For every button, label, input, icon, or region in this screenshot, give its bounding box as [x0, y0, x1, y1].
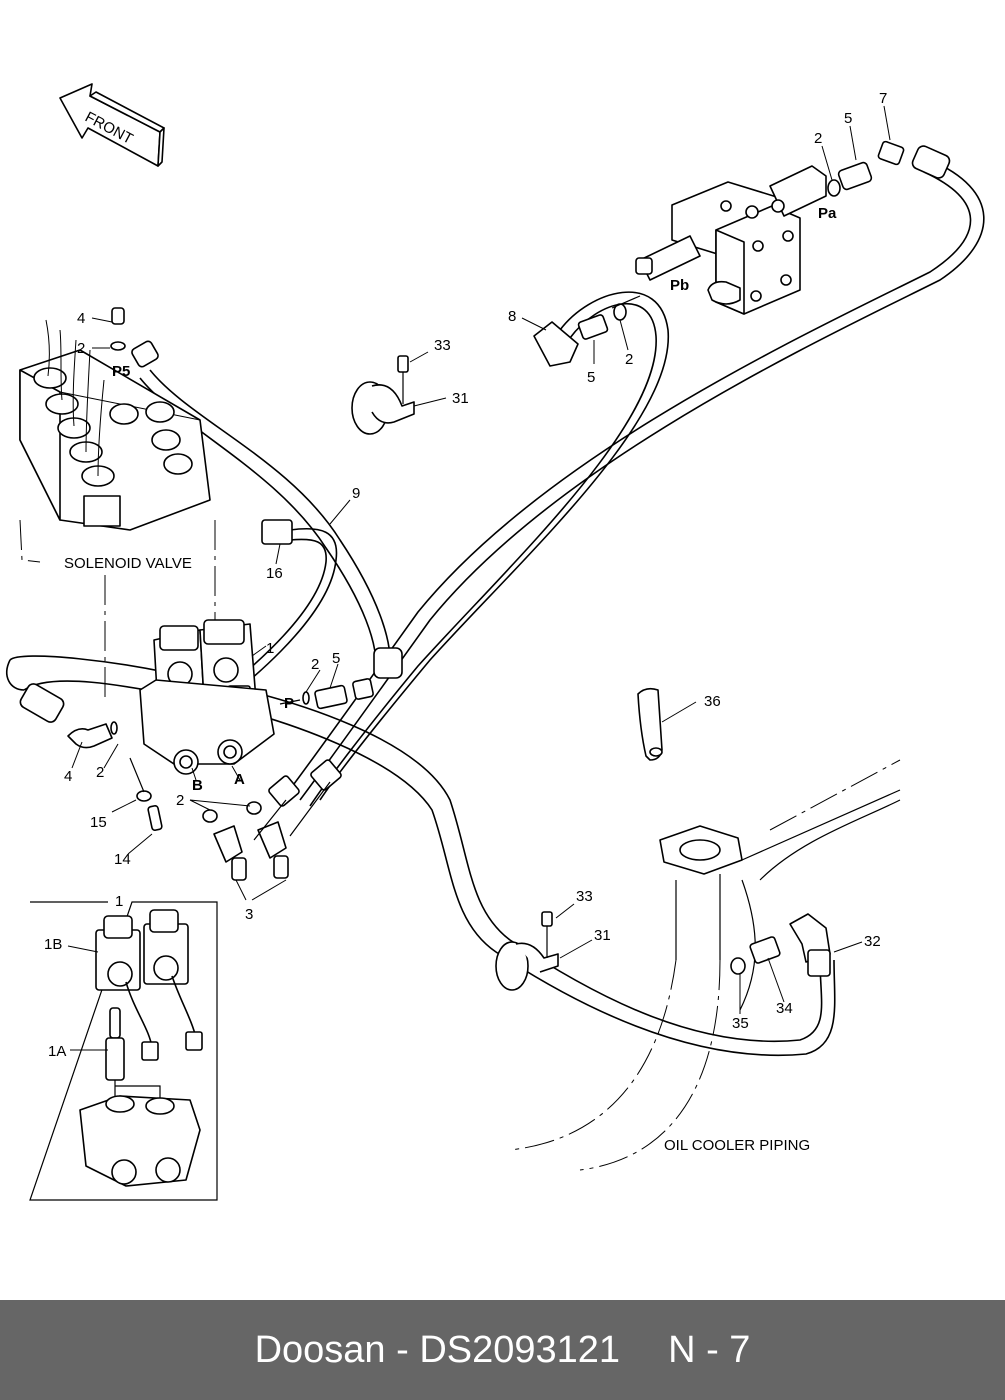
port-label-p: P	[284, 695, 294, 712]
callout-5: 5	[332, 650, 340, 667]
callout-32: 32	[864, 933, 881, 950]
bolt-14-washer-15	[129, 757, 163, 832]
callout-5: 5	[844, 110, 852, 127]
brand-part-number: Doosan - DS2093121	[254, 1328, 621, 1371]
callout-3: 3	[245, 906, 253, 923]
callout-36: 36	[704, 693, 721, 710]
callout-2: 2	[96, 764, 104, 781]
callout-4: 4	[64, 768, 72, 785]
callout-8: 8	[508, 308, 516, 325]
oil-cooler	[509, 759, 901, 1171]
page-reference: N - 7	[668, 1328, 751, 1371]
inset-exploded-view	[29, 901, 218, 1201]
hose-7	[287, 140, 985, 801]
callout-2: 2	[77, 340, 85, 357]
callout-34: 34	[776, 1000, 793, 1017]
clamp-31-top	[351, 355, 415, 435]
callout-15: 15	[90, 814, 107, 831]
callout-1-inset: 1	[115, 893, 123, 910]
callout-35: 35	[732, 1015, 749, 1032]
callout-2: 2	[814, 130, 822, 147]
callout-7: 7	[879, 90, 887, 107]
callout-16: 16	[266, 565, 283, 582]
callout-2: 2	[311, 656, 319, 673]
callout-1b: 1B	[44, 936, 62, 953]
footer-banner: Doosan - DS2093121 N - 7	[0, 1300, 1005, 1400]
callout-31: 31	[452, 390, 469, 407]
callout-5: 5	[587, 369, 595, 386]
port-label-p5: P5	[112, 363, 130, 380]
callout-33: 33	[576, 888, 593, 905]
hose-8	[309, 291, 669, 807]
solenoid-valve-assembly-1	[139, 619, 275, 775]
callout-14: 14	[114, 851, 131, 868]
fittings-3	[202, 759, 342, 881]
callout-2: 2	[625, 351, 633, 368]
port-label-b: B	[192, 777, 203, 794]
oil-cooler-piping-caption: OIL COOLER PIPING	[664, 1137, 810, 1154]
callout-2: 2	[176, 792, 184, 809]
p-port-fitting	[279, 678, 374, 710]
port-label-pb: Pb	[670, 277, 689, 294]
hydraulic-parts-diagram: FRONT	[6, 83, 985, 1201]
solenoid-valve-block	[19, 307, 216, 700]
callout-leaders	[67, 105, 891, 1051]
front-arrow-icon: FRONT	[59, 83, 165, 167]
callout-33: 33	[434, 337, 451, 354]
clamp-31-bottom	[495, 911, 559, 991]
callout-4: 4	[77, 310, 85, 327]
port-label-pa: Pa	[818, 205, 837, 222]
clamp-36	[637, 687, 663, 761]
hose-9	[131, 340, 403, 679]
callout-1a: 1A	[48, 1043, 66, 1060]
solenoid-valve-caption: SOLENOID VALVE	[64, 555, 192, 572]
control-valve	[635, 165, 827, 315]
callout-9: 9	[352, 485, 360, 502]
callout-31: 31	[594, 927, 611, 944]
fittings-32-34-35	[730, 913, 831, 977]
callout-1: 1	[266, 640, 274, 657]
port-label-a: A	[234, 771, 245, 788]
